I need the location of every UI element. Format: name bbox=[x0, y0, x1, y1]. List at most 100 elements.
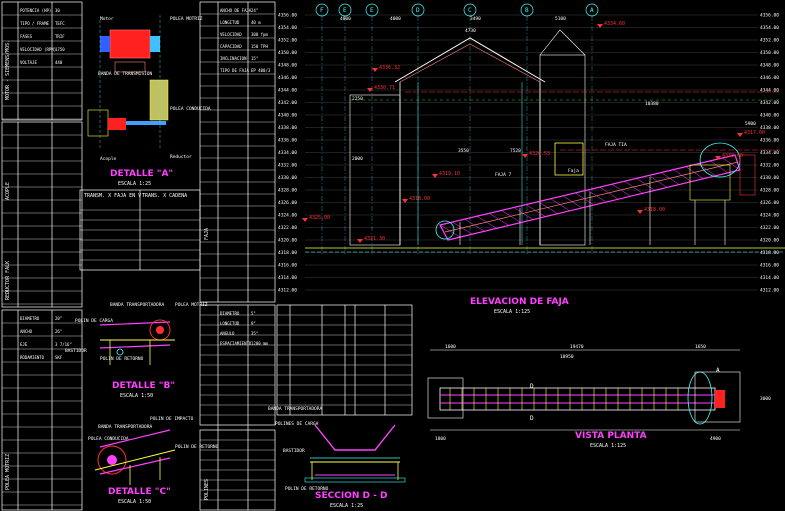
level-label-left: 4348.00 bbox=[278, 63, 297, 69]
truss-member bbox=[501, 210, 522, 223]
level-label-left: 4314.00 bbox=[278, 275, 297, 281]
red-level-label: 4334.60 bbox=[604, 21, 625, 27]
top-dim-3: 3490 bbox=[470, 16, 481, 22]
grid-bubble bbox=[315, 3, 329, 17]
polin-row-value: 5" bbox=[251, 311, 256, 316]
detail-b-labels: BANDA TRANSPORTADORA POLEA MOTRIZ POLIN … bbox=[65, 302, 208, 399]
detail-b-scale: ESCALA 1:50 bbox=[120, 393, 153, 399]
truss-member bbox=[439, 224, 461, 238]
level-label-right: 4324.00 bbox=[760, 213, 779, 219]
level-label-left: 4324.00 bbox=[278, 213, 297, 219]
plan-dim-1: 1600 bbox=[445, 344, 456, 350]
detail-a-title: DETALLE "A" bbox=[110, 169, 173, 179]
level-marker bbox=[402, 199, 408, 203]
truss-member bbox=[648, 175, 668, 188]
polea-row-label: RODAMIENTO bbox=[20, 355, 45, 360]
detail-c-drawing bbox=[94, 429, 176, 485]
level-marker bbox=[737, 133, 743, 137]
faja-header: FAJA bbox=[204, 228, 210, 240]
truss-member bbox=[538, 201, 558, 214]
faja-row-label: VELOCIDAD bbox=[220, 32, 242, 37]
detail-c-labels: BANDA TRANSPORTADORA POLIN DE IMPACTO PO… bbox=[88, 416, 219, 505]
level-label-right: 4348.00 bbox=[760, 63, 779, 69]
polin-row-value: 1200 mm bbox=[251, 341, 268, 346]
elevation-title: ELEVACION DE FAJA bbox=[470, 297, 569, 307]
detail-b-label-polea: POLEA MOTRIZ bbox=[175, 302, 208, 308]
level-label-right: 4352.00 bbox=[760, 38, 779, 44]
level-label-left: 4322.00 bbox=[278, 225, 297, 231]
grid-bubble-letter: C bbox=[468, 7, 472, 14]
elevation-red-levels: 4334.604336.324330.714325.004321.304318.… bbox=[302, 21, 765, 243]
level-label-left: 4312.00 bbox=[278, 288, 297, 294]
table-row-lines bbox=[2, 13, 412, 506]
motor-row-label: FASES bbox=[20, 34, 33, 39]
polin-row-value: 35° bbox=[251, 331, 258, 336]
section-dd-title: SECCION D - D bbox=[315, 491, 387, 501]
level-label-left: 4354.00 bbox=[278, 25, 297, 31]
trans-header: TRANSM. X FAJA EN V bbox=[84, 193, 141, 199]
truss-member bbox=[661, 172, 680, 185]
faja-row-value: 300 fpm bbox=[251, 32, 268, 37]
motor-row-value: TEFC bbox=[55, 21, 65, 26]
polea-row-value: 20" bbox=[55, 316, 62, 321]
faja-row-label: INCLINACION bbox=[220, 56, 247, 61]
level-label-right: 4326.00 bbox=[760, 200, 779, 206]
grid-bubble bbox=[463, 3, 477, 17]
level-label-right: 4312.00 bbox=[760, 288, 779, 294]
red-level-label: 4317.00 bbox=[744, 130, 765, 136]
plan-dim-4: 18950 bbox=[560, 354, 574, 360]
level-label-left: 4344.00 bbox=[278, 88, 297, 94]
detail-c-label-retorno: POLIN DE RETORNO bbox=[175, 444, 219, 450]
polin-row-value: 9" bbox=[251, 321, 256, 326]
truss-member bbox=[624, 181, 643, 194]
truss-member bbox=[673, 169, 692, 182]
level-label-left: 4346.00 bbox=[278, 75, 297, 81]
plan-dim-3: 1650 bbox=[695, 344, 706, 350]
level-label-right: 4340.00 bbox=[760, 113, 779, 119]
dim-4: 2250 bbox=[352, 96, 363, 102]
polea-row-label: EJE bbox=[20, 342, 28, 347]
truss-member bbox=[464, 218, 485, 232]
polin-header: POLINES bbox=[204, 479, 210, 500]
dim-3: 7520 bbox=[510, 148, 521, 154]
plan-mark-a: A bbox=[716, 367, 720, 374]
dim-1: 10380 bbox=[645, 101, 659, 107]
grid-bubble bbox=[411, 3, 425, 17]
polin-row-label: LONGITUD bbox=[220, 321, 240, 326]
polea-row-label: ANCHO bbox=[20, 329, 33, 334]
detail-c-title: DETALLE "C" bbox=[108, 487, 171, 497]
level-label-left: 4332.00 bbox=[278, 163, 297, 169]
section-dd-label-bastidor: BASTIDOR bbox=[283, 448, 305, 454]
truss-member bbox=[476, 216, 497, 229]
grid-bubble-letter: D bbox=[416, 7, 420, 14]
red-level-label: 4326.53 bbox=[529, 151, 550, 157]
tag-faja-tia: FAJA TIA bbox=[605, 142, 627, 148]
motor-row-label: VELOCIDAD (RPM) bbox=[20, 47, 56, 52]
faja-row-value: EP 400/3 bbox=[251, 68, 271, 73]
level-label-right: 4334.00 bbox=[760, 150, 779, 156]
trans-header-2: TRANS. X CADENA bbox=[142, 193, 187, 199]
elevation-scale: ESCALA 1:125 bbox=[494, 309, 530, 315]
level-label-right: 4320.00 bbox=[760, 238, 779, 244]
motor-header: MOTOR - SIEMENS/MOS. bbox=[5, 40, 11, 100]
faja-row-label: TIPO DE FAJA bbox=[220, 68, 249, 73]
level-label-right: 4332.00 bbox=[760, 163, 779, 169]
truss-member bbox=[550, 198, 570, 212]
level-label-left: 4334.00 bbox=[278, 150, 297, 156]
dim-2: 3550 bbox=[458, 148, 469, 154]
level-marker bbox=[597, 24, 603, 28]
truss-member bbox=[525, 204, 546, 217]
level-label-left: 4326.00 bbox=[278, 200, 297, 206]
plan-dim-2: 19470 bbox=[570, 344, 584, 350]
detail-a-label-polea-motriz: POLEA MOTRIZ bbox=[170, 16, 203, 22]
level-marker bbox=[367, 88, 373, 92]
red-level-label: 4318.00 bbox=[409, 196, 430, 202]
grid-bubble bbox=[338, 3, 352, 17]
plan-dim-6: 3000 bbox=[760, 396, 771, 402]
polea-header: POLEA MOTRIZ bbox=[5, 454, 11, 490]
motor-row-label: VOLTAJE bbox=[20, 60, 37, 65]
detail-a-label-banda: BANDA DE TRANSMISION bbox=[98, 71, 152, 77]
grid-bubble-letter: A bbox=[590, 7, 594, 14]
top-dim-4: 5100 bbox=[555, 16, 566, 22]
level-marker bbox=[372, 68, 378, 72]
